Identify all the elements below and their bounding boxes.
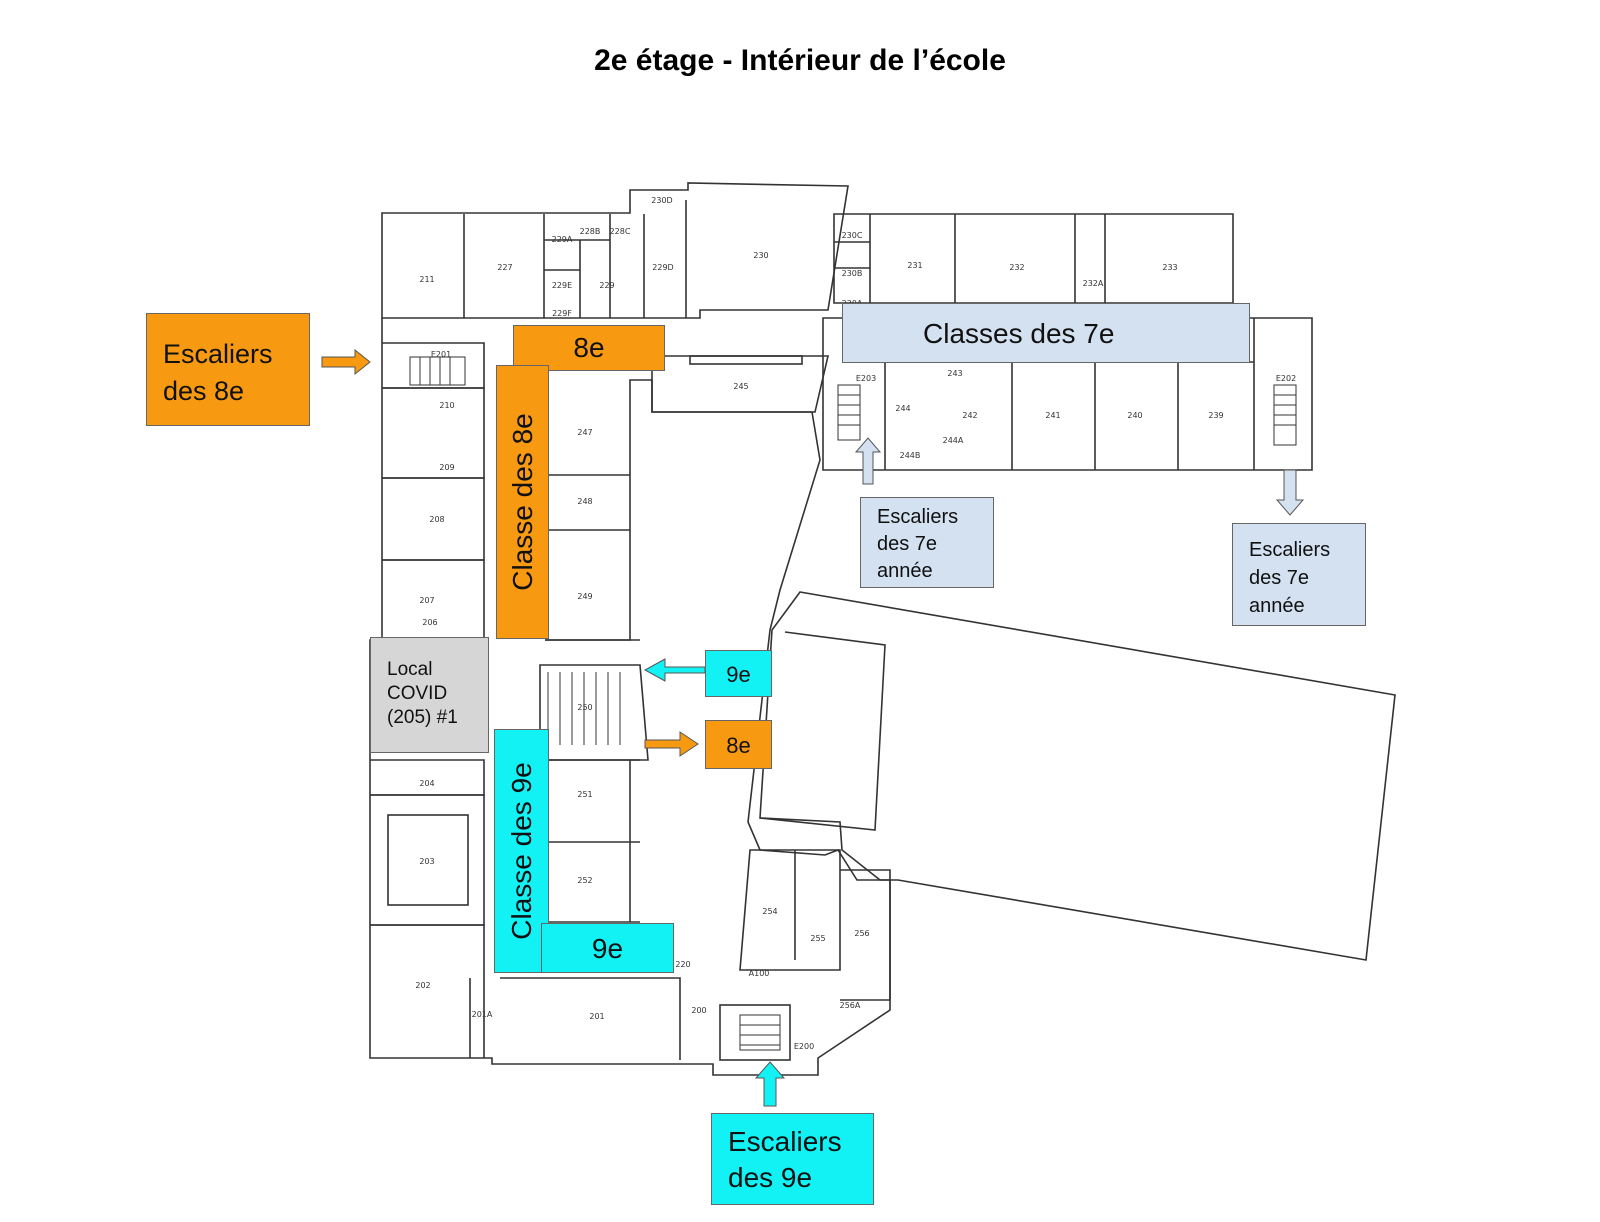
room-239: 239 [1208,411,1223,420]
stairs-8e-label: Escaliers des 8e [146,313,310,426]
room-200: 200 [691,1006,706,1015]
arrow-8e [644,731,699,757]
room-E202: E202 [1276,374,1296,383]
wall-top-right [833,213,1234,304]
room-242: 242 [962,411,977,420]
room-256A: 256A [840,1001,861,1010]
room-203: 203 [419,857,434,866]
classes-7e-label: Classes des 7e [842,303,1250,363]
room-229A: 229A [552,235,573,244]
room-230B: 230B [842,269,863,278]
room-E200: E200 [794,1042,814,1051]
wall [759,631,886,831]
room-201A: 201A [472,1010,493,1019]
classe-8e-text: Classe des 8e [506,413,538,591]
room-208: 208 [429,515,444,524]
room-211: 211 [419,275,434,284]
room-251: 251 [577,790,592,799]
room-243: 243 [947,369,962,378]
room-255: 255 [810,934,825,943]
room-244A: 244A [943,436,964,445]
room-210: 210 [439,401,454,410]
room-254: 254 [762,907,777,916]
arrow-stairs-9e [754,1061,786,1107]
wall [370,759,485,796]
wall [382,387,485,479]
room-244B: 244B [900,451,921,460]
room-248: 248 [577,497,592,506]
arrow-stairs-8e [321,348,371,376]
local-covid-label: Local COVID (205) #1 [370,637,489,753]
tag-8e: 8e [705,720,772,769]
classe-9e-label: Classe des 9e [494,729,549,973]
room-229D: 229D [652,263,673,272]
room-E203: E203 [856,374,876,383]
room-230C: 230C [842,231,863,240]
arrow-stairs-7e-b [1275,469,1305,516]
stairs-glyphs [409,356,1297,1051]
wall [382,559,485,640]
room-232A: 232A [1083,279,1104,288]
wall [370,924,485,1058]
wall [840,869,891,1001]
room-220: 220 [675,960,690,969]
room-252: 252 [577,876,592,885]
classe-8e-label: Classe des 8e [496,365,549,639]
room-229E: 229E [552,281,572,290]
room-229F: 229F [552,309,572,318]
room-E201: E201 [431,350,451,359]
stairs-7e-label-a: Escaliers des 7e année [860,497,994,588]
wall [500,977,681,1060]
room-250: 250 [577,703,592,712]
room-207: 207 [419,596,434,605]
room-204: 204 [419,779,434,788]
room-245: 245 [733,382,748,391]
room-241: 241 [1045,411,1060,420]
block-8e-top: 8e [513,325,665,371]
tag-9e: 9e [705,650,772,697]
room-232: 232 [1009,263,1024,272]
map-title: 2e étage - Intérieur de l’école [594,44,1006,77]
wall-gym [759,591,1396,961]
room-247: 247 [577,428,592,437]
classe-9e-text: Classe des 9e [505,762,537,940]
wall-west-column [369,318,891,1076]
room-201: 201 [589,1012,604,1021]
room-228C: 228C [610,227,631,236]
room-228B: 228B [580,227,601,236]
room-230: 230 [753,251,768,260]
room-209: 209 [439,463,454,472]
room-256: 256 [854,929,869,938]
room-233: 233 [1162,263,1177,272]
room-244: 244 [895,404,910,413]
arrow-9e [643,658,706,682]
room-240: 240 [1127,411,1142,420]
wall [719,1004,791,1061]
room-206: 206 [422,618,437,627]
block-9e-bottom: 9e [541,923,674,973]
room-230D: 230D [651,196,672,205]
wall-auditorium [539,664,649,761]
room-249: 249 [577,592,592,601]
room-231: 231 [907,261,922,270]
stairs-7e-label-b: Escaliers des 7e année [1232,523,1366,626]
arrow-stairs-7e-a [854,437,882,485]
wall-top-left [381,182,849,319]
room-202: 202 [415,981,430,990]
wall [739,849,841,971]
room-A100: A100 [749,969,770,978]
room-229: 229 [599,281,614,290]
stairs-9e-label: Escaliers des 9e [711,1113,874,1205]
room-227: 227 [497,263,512,272]
wall [387,814,469,906]
wall [689,355,803,365]
